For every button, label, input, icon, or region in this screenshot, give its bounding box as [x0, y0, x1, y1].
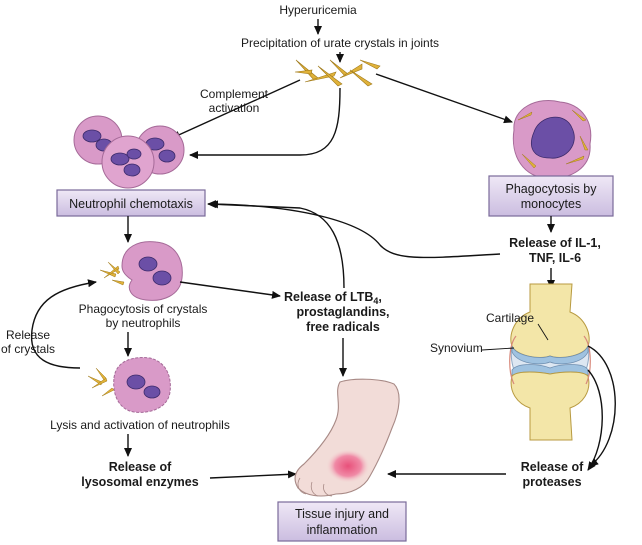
release-proteases-label-2: proteases [522, 475, 581, 489]
arrow-crystals-to-monocyte [375, 73, 513, 124]
lysis-label: Lysis and activation of neutrophils [50, 418, 230, 432]
lysing-neutrophil-icon [87, 357, 171, 413]
phagocytosis-monocytes-box: Phagocytosis by monocytes [488, 175, 614, 217]
arrow-complement [171, 79, 301, 139]
cartilage-label: Cartilage [486, 311, 534, 325]
release-lysosomal-label-1: Release of [109, 460, 172, 474]
neutrophil-phagocytosis-icon [99, 241, 183, 301]
release-crystals-label-1: Release [6, 328, 50, 342]
arrow-crystals-to-neutrophils [189, 87, 341, 159]
arrow-lysosomal-to-injury [209, 470, 297, 479]
arrow-ltb-to-chemotaxis [209, 200, 345, 289]
inflammation-spot [326, 449, 370, 483]
release-ltb-label-1: Release of LTB4, [284, 290, 382, 306]
urate-crystals-icon [294, 59, 381, 87]
neutrophils-cluster-icon [73, 115, 185, 189]
arrow-il-to-chemotaxis [207, 200, 501, 259]
hyperuricemia-label: Hyperuricemia [279, 3, 357, 17]
release-ltb-text: Release of LTB [284, 290, 373, 304]
neutrophil-chemotaxis-label: Neutrophil chemotaxis [69, 197, 193, 211]
release-il-label-1: Release of IL-1, [509, 236, 601, 250]
synovium-label: Synovium [430, 341, 483, 355]
synovium-leader [481, 347, 515, 351]
phagocytosis-neutrophils-label-2: by neutrophils [106, 316, 181, 330]
arrow-joint-to-proteases-2 [587, 369, 603, 471]
release-il-label-2: TNF, IL-6 [529, 251, 581, 265]
neutrophil-chemotaxis-box: Neutrophil chemotaxis [56, 189, 206, 217]
release-ltb-label-3: free radicals [306, 320, 380, 334]
arrow-release-crystals [30, 279, 97, 369]
phagocytosis-neutrophils-label-1: Phagocytosis of crystals [79, 302, 208, 316]
arrow-joint-to-proteases-1 [587, 345, 616, 467]
foot-icon [294, 378, 400, 497]
tissue-injury-label-2: inflammation [307, 523, 378, 537]
monocyte-icon [512, 100, 592, 179]
release-proteases-label-1: Release of [521, 460, 584, 474]
release-ltb-label-2: prostaglandins, [296, 305, 389, 319]
complement-label-2: activation [209, 101, 260, 115]
cartilage-leader [537, 323, 549, 341]
complement-label-1: Complement [200, 87, 269, 101]
precipitation-label: Precipitation of urate crystals in joint… [241, 36, 439, 50]
release-ltb-subscript: 4 [373, 296, 378, 306]
release-crystals-label-2: of crystals [1, 342, 55, 356]
arrow-to-ltb [179, 281, 281, 299]
phagocytosis-monocytes-label-1: Phagocytosis by [505, 182, 597, 196]
release-lysosomal-label-2: lysosomal enzymes [81, 475, 198, 489]
joint-icon [509, 283, 591, 441]
tissue-injury-label-1: Tissue injury and [295, 507, 389, 521]
tissue-injury-box: Tissue injury and inflammation [277, 501, 407, 542]
phagocytosis-monocytes-label-2: monocytes [521, 197, 581, 211]
